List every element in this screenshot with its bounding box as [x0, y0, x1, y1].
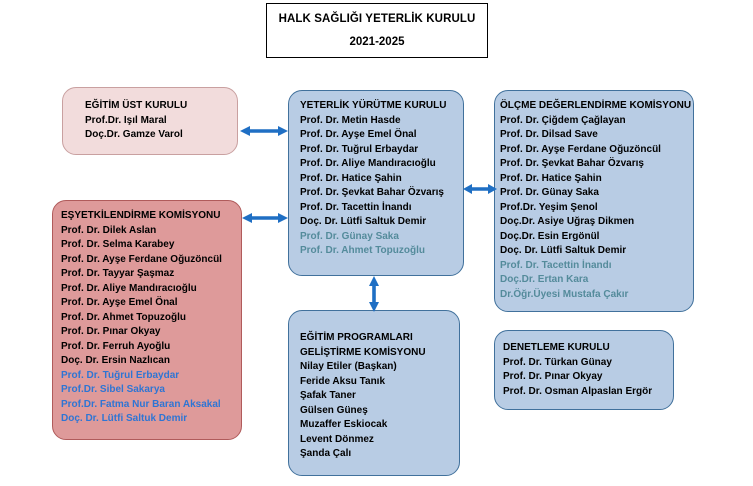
member-item: Dr.Öğr.Üyesi Mustafa Çakır — [500, 288, 629, 300]
box-header-egitim-ust-kurulu: EĞİTİM ÜST KURULU — [85, 100, 188, 112]
member-item: Prof.Dr. Fatma Nur Baran Aksakal — [61, 398, 221, 410]
member-item: Prof. Dr. Çiğdem Çağlayan — [500, 114, 626, 126]
chart-title-period: 2021-2025 — [349, 36, 405, 48]
box-yeterlik-yurutme-kurulu[interactable]: YETERLİK YÜRÜTME KURULU Prof. Dr. Metin … — [288, 90, 464, 276]
member-item: Prof. Dr. Dilsad Save — [500, 129, 598, 140]
member-item: Doç. Dr. Ersin Nazlıcan — [61, 355, 170, 366]
member-item: Prof. Dr. Selma Karabey — [61, 239, 175, 250]
member-item: Prof. Dr. Metin Hasde — [300, 114, 401, 126]
box-egitim-programlari-gelistirme-komisyonu[interactable]: EĞİTİM PROGRAMLARI GELİŞTİRME KOMİSYONU … — [288, 310, 460, 476]
arrow-esyetkilendirme-to-yeterlik — [242, 213, 288, 223]
member-item: Muzaffer Eskiocak — [300, 419, 388, 430]
member-item: Prof. Dr. Aliye Mandıracıoğlu — [61, 282, 197, 294]
member-item: Doç.Dr. Gamze Varol — [85, 129, 183, 141]
member-item: Feride Aksu Tanık — [300, 375, 386, 387]
member-item: Prof. Dr. Hatice Şahin — [500, 172, 602, 184]
member-item: Prof. Dr. Aliye Mandıracıoğlu — [300, 158, 436, 169]
box-header-esyetkilendirme-komisyonu: EŞYETKİLENDİRME KOMİSYONU — [61, 210, 221, 221]
member-item: Prof. Dr. Ahmet Topuzoğlu — [61, 311, 186, 323]
box-header-yeterlik-yurutme-kurulu: YETERLİK YÜRÜTME KURULU — [300, 100, 447, 111]
member-item: Prof. Dr. Şevkat Bahar Özvarış — [500, 158, 644, 169]
member-item: Doç. Dr. Lütfi Saltuk Demir — [300, 216, 427, 227]
member-item: Prof. Dr. Türkan Günay — [503, 356, 612, 368]
member-item: Prof. Dr. Tuğrul Erbaydar — [300, 143, 419, 155]
member-item: Doç. Dr. Lütfi Saltuk Demir — [500, 245, 627, 256]
arrow-egitim-ust-to-yeterlik — [240, 126, 288, 136]
box-header-egitim-programlari-line2: GELİŞTİRME KOMİSYONU — [300, 346, 426, 358]
member-item: Doç.Dr. Esin Ergönül — [500, 230, 600, 242]
member-item: Prof. Dr. Ayşe Emel Önal — [61, 297, 178, 308]
member-item: Şanda Çalı — [300, 448, 352, 459]
member-item: Prof. Dr. Ayşe Ferdane Oğuzöncül — [61, 253, 222, 265]
member-item: Prof. Dr. Pınar Okyay — [503, 371, 603, 382]
member-item: Prof.Dr. Sibel Sakarya — [61, 384, 165, 395]
member-item: Prof. Dr. Ayşe Ferdane Oğuzöncül — [500, 143, 661, 155]
box-esyetkilendirme-komisyonu[interactable]: EŞYETKİLENDİRME KOMİSYONU Prof. Dr. Dile… — [52, 200, 242, 440]
chart-title-box: HALK SAĞLIĞI YETERLİK KURULU 2021-2025 — [266, 3, 488, 58]
member-item: Gülsen Güneş — [300, 404, 368, 416]
member-item: Prof. Dr. Günay Saka — [500, 187, 599, 198]
member-item: Nilay Etiler (Başkan) — [300, 361, 397, 372]
chart-title-main: HALK SAĞLIĞI YETERLİK KURULU — [278, 13, 476, 25]
box-header-denetleme-kurulu: DENETLEME KURULU — [503, 342, 610, 353]
member-item: Prof.Dr. Yeşim Şenol — [500, 201, 598, 213]
box-header-egitim-programlari-line1: EĞİTİM PROGRAMLARI — [300, 332, 413, 343]
member-item: Prof.Dr. Işıl Maral — [85, 114, 167, 126]
member-item: Prof. Dr. Ayşe Emel Önal — [300, 129, 417, 140]
member-item: Levent Dönmez — [300, 433, 374, 445]
arrow-yeterlik-to-egitim-programlari — [369, 276, 379, 312]
member-item: Prof. Dr. Tacettin İnandı — [300, 201, 412, 213]
box-header-olcme-degerlendirme-komisyonu: ÖLÇME DEĞERLENDİRME KOMİSYONU — [500, 100, 692, 111]
box-egitim-ust-kurulu[interactable]: EĞİTİM ÜST KURULU Prof.Dr. Işıl Maral Do… — [62, 87, 238, 155]
box-denetleme-kurulu[interactable]: DENETLEME KURULU Prof. Dr. Türkan Günay … — [494, 330, 674, 410]
member-item: Doç.Dr. Ertan Kara — [500, 274, 589, 285]
box-olcme-degerlendirme-komisyonu[interactable]: ÖLÇME DEĞERLENDİRME KOMİSYONU Prof. Dr. … — [494, 90, 694, 312]
member-item: Prof. Dr. Hatice Şahin — [300, 172, 402, 184]
member-item: Prof. Dr. Pınar Okyay — [61, 326, 161, 337]
member-item: Şafak Taner — [300, 390, 356, 401]
member-item: Doç.Dr. Asiye Uğraş Dikmen — [500, 216, 635, 227]
member-item: Prof. Dr. Şevkat Bahar Özvarış — [300, 187, 444, 198]
member-item: Prof. Dr. Tacettin İnandı — [500, 259, 612, 271]
member-item: Prof. Dr. Tuğrul Erbaydar — [61, 369, 180, 381]
arrow-yeterlik-to-olcme — [463, 184, 497, 194]
member-item: Prof. Dr. Tayyar Şaşmaz — [61, 268, 175, 279]
member-item: Prof. Dr. Ferruh Ayoğlu — [61, 340, 171, 352]
member-item: Doç. Dr. Lütfi Saltuk Demir — [61, 413, 188, 424]
member-item: Prof. Dr. Osman Alpaslan Ergör — [503, 385, 653, 397]
member-item: Prof. Dr. Ahmet Topuzoğlu — [300, 245, 425, 256]
member-item: Prof. Dr. Dilek Aslan — [61, 224, 157, 236]
member-item: Prof. Dr. Günay Saka — [300, 230, 399, 242]
